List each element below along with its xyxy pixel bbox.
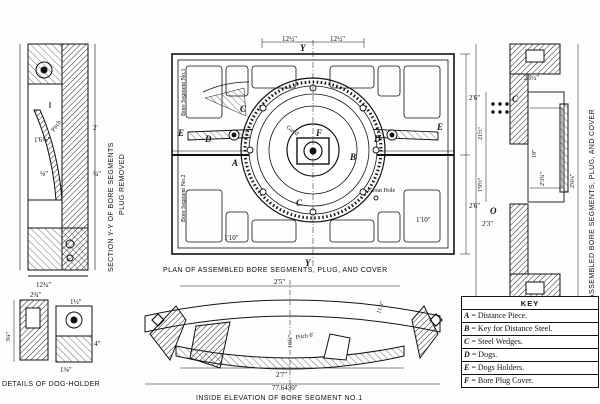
elevation-dim-total: 77.6430" bbox=[272, 384, 298, 392]
left-section-drawing bbox=[19, 43, 96, 277]
plan-height-top: 2'6" bbox=[469, 94, 480, 102]
plan-caption: PLAN OF ASSEMBLED BORE SEGMENTS, PLUG, A… bbox=[163, 267, 388, 274]
left-dim-e: ¾" bbox=[93, 170, 101, 178]
plan-letter-a: A bbox=[231, 158, 238, 168]
plan-letter-d-right: D bbox=[373, 134, 381, 144]
right-dim-d: 21½" bbox=[477, 127, 484, 141]
plan-dim-right-mid: 1'10" bbox=[416, 216, 431, 224]
dog-holder-drawing bbox=[13, 299, 93, 363]
dog-holder-caption: DETAILS OF DOG-HOLDER bbox=[2, 381, 100, 388]
left-dim-c: ⅛" bbox=[40, 170, 48, 178]
plan-letter-e-left: E bbox=[177, 128, 184, 138]
key-legend: KEY A = Distance Piece. B = Key for Dist… bbox=[461, 296, 599, 388]
key-letter: E bbox=[464, 363, 470, 372]
right-dim-e: 19" bbox=[532, 149, 538, 158]
dog-dim-a: 2¾" bbox=[30, 291, 42, 299]
right-section-caption: SECTION Y-Y OF ASSEMBLED BORE SEGMENTS, … bbox=[589, 109, 596, 362]
plan-bore-segment-2: Bore Segment No.2 bbox=[181, 175, 187, 223]
right-dim-a: 23½" bbox=[524, 74, 539, 82]
plan-letter-f: F bbox=[315, 128, 322, 138]
key-item-f: F = Bore Plug Cover. bbox=[462, 375, 598, 387]
key-text: = Distance Piece. bbox=[471, 311, 528, 320]
key-text: = Dogs. bbox=[471, 350, 498, 359]
key-title: KEY bbox=[462, 297, 598, 310]
key-text: = Steel Wedges. bbox=[471, 337, 523, 346]
elevation-caption: INSIDE ELEVATION OF BORE SEGMENT NO.1 bbox=[196, 395, 363, 402]
plan-bore-segment-1: Bore Segment No.1 bbox=[181, 69, 187, 117]
dog-dim-c: 3¼" bbox=[6, 332, 12, 343]
dog-dim-e: 1⅜" bbox=[60, 366, 72, 374]
elevation-dim-side: 16¾" bbox=[287, 335, 294, 349]
plan-letter-c-left: C bbox=[240, 104, 247, 114]
plan-letter-b: B bbox=[349, 152, 356, 162]
right-dim-g: 2'3" bbox=[482, 220, 493, 228]
plan-grout-hole: Grout Hole bbox=[368, 188, 395, 194]
left-dim-d: 12¾" bbox=[36, 281, 51, 289]
right-dim-f: 1'9½" bbox=[477, 177, 484, 192]
plan-dim-bottom-left: 1'10" bbox=[224, 234, 239, 242]
plan-y-top: Y bbox=[300, 43, 307, 53]
dog-dim-d: 4" bbox=[94, 340, 101, 348]
key-letter: B bbox=[464, 324, 470, 333]
right-section-drawing bbox=[475, 43, 579, 305]
key-text: = Dogs Holders. bbox=[471, 363, 525, 372]
left-dim-a: 2' bbox=[93, 124, 98, 132]
dog-dim-b: 1½" bbox=[70, 298, 82, 306]
key-item-d: D = Dogs. bbox=[462, 349, 598, 362]
elevation-drawing bbox=[144, 280, 443, 392]
plan-dim-top-left: 12½" bbox=[282, 35, 297, 43]
elevation-pitch: Pitch 6' bbox=[295, 333, 314, 341]
right-dim-b: 2'3¾" bbox=[539, 171, 546, 186]
key-text: = Bore Plug Cover. bbox=[471, 376, 534, 385]
left-section-plug-removed: PLUG REMOVED bbox=[119, 154, 126, 215]
key-text: = Key for Distance Steel. bbox=[471, 324, 553, 333]
plan-letter-c-bottom: C bbox=[296, 198, 303, 208]
left-section-caption: SECTION Y-Y OF BORE SEGMENTS bbox=[108, 142, 115, 272]
key-letter: D bbox=[464, 350, 470, 359]
elevation-dim-right: 11.0" bbox=[376, 300, 386, 315]
plan-height-bottom: 2'6" bbox=[469, 202, 480, 210]
right-letter-o: O bbox=[490, 206, 497, 216]
key-letter: F bbox=[464, 376, 470, 385]
key-item-c: C = Steel Wedges. bbox=[462, 336, 598, 349]
right-dim-c: 2'6⅛" bbox=[570, 173, 576, 188]
plan-dim-top-right: 12½" bbox=[330, 35, 345, 43]
key-letter: C bbox=[464, 337, 470, 346]
key-item-b: B = Key for Distance Steel. bbox=[462, 323, 598, 336]
key-item-e: E = Dogs Holders. bbox=[462, 362, 598, 375]
elevation-dim-top: 2'5" bbox=[274, 278, 285, 286]
elevation-dim-bottom: 2'7" bbox=[276, 371, 287, 379]
key-letter: A bbox=[464, 311, 470, 320]
plan-drawing bbox=[171, 38, 470, 268]
key-item-a: A = Distance Piece. bbox=[462, 310, 598, 323]
plan-y-bottom: Y bbox=[305, 258, 312, 268]
plan-letter-e-right: E bbox=[436, 122, 443, 132]
left-dim-b: 1'6⅜" bbox=[34, 136, 51, 144]
right-letter-c: C bbox=[512, 94, 519, 104]
left-pitch: Pitch bbox=[51, 120, 63, 134]
plan-letter-d-left: D bbox=[204, 134, 212, 144]
